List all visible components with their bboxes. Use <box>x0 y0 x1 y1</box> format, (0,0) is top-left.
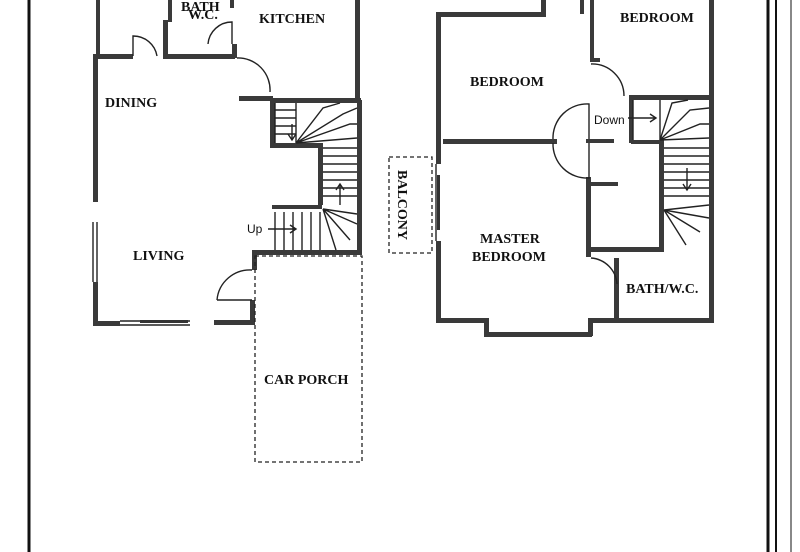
car-porch-outline <box>254 255 363 463</box>
living-side-window <box>92 222 98 282</box>
bath-label-partial: BATH <box>181 0 220 15</box>
first-floor-walls <box>436 0 714 337</box>
first-floor-stairs <box>628 99 710 246</box>
ground-floor-doors <box>132 21 271 301</box>
master-bedroom-label-line2: BEDROOM <box>472 250 546 265</box>
ground-floor-stairs <box>268 102 358 251</box>
wc-label: W.C. <box>188 8 218 23</box>
kitchen-label: KITCHEN <box>259 12 325 27</box>
page-frame <box>27 0 792 552</box>
stair-up-label: Up <box>247 222 263 236</box>
dining-label: DINING <box>105 96 157 111</box>
master-bedroom-label-line1: MASTER <box>480 232 541 247</box>
balcony-door <box>435 164 440 241</box>
first-floor-plan: BEDROOM BEDROOM Down BALCONY MASTER BEDR… <box>388 0 714 337</box>
stair-down-label: Down <box>594 113 625 127</box>
car-porch-label: CAR PORCH <box>264 373 348 388</box>
living-label: LIVING <box>133 249 184 264</box>
first-floor-doors <box>552 63 625 285</box>
living-window <box>120 320 190 326</box>
bath-wc-label: BATH/W.C. <box>626 282 698 297</box>
ground-floor-plan: BATH W.C. KITCHEN DINING LIVING Up CAR P… <box>92 0 363 463</box>
balcony-outline <box>388 156 433 254</box>
bedroom-top-left-label: BEDROOM <box>470 75 544 90</box>
bedroom-top-right-label: BEDROOM <box>620 11 694 26</box>
balcony-label: BALCONY <box>394 170 409 240</box>
ground-floor-walls <box>93 0 362 326</box>
